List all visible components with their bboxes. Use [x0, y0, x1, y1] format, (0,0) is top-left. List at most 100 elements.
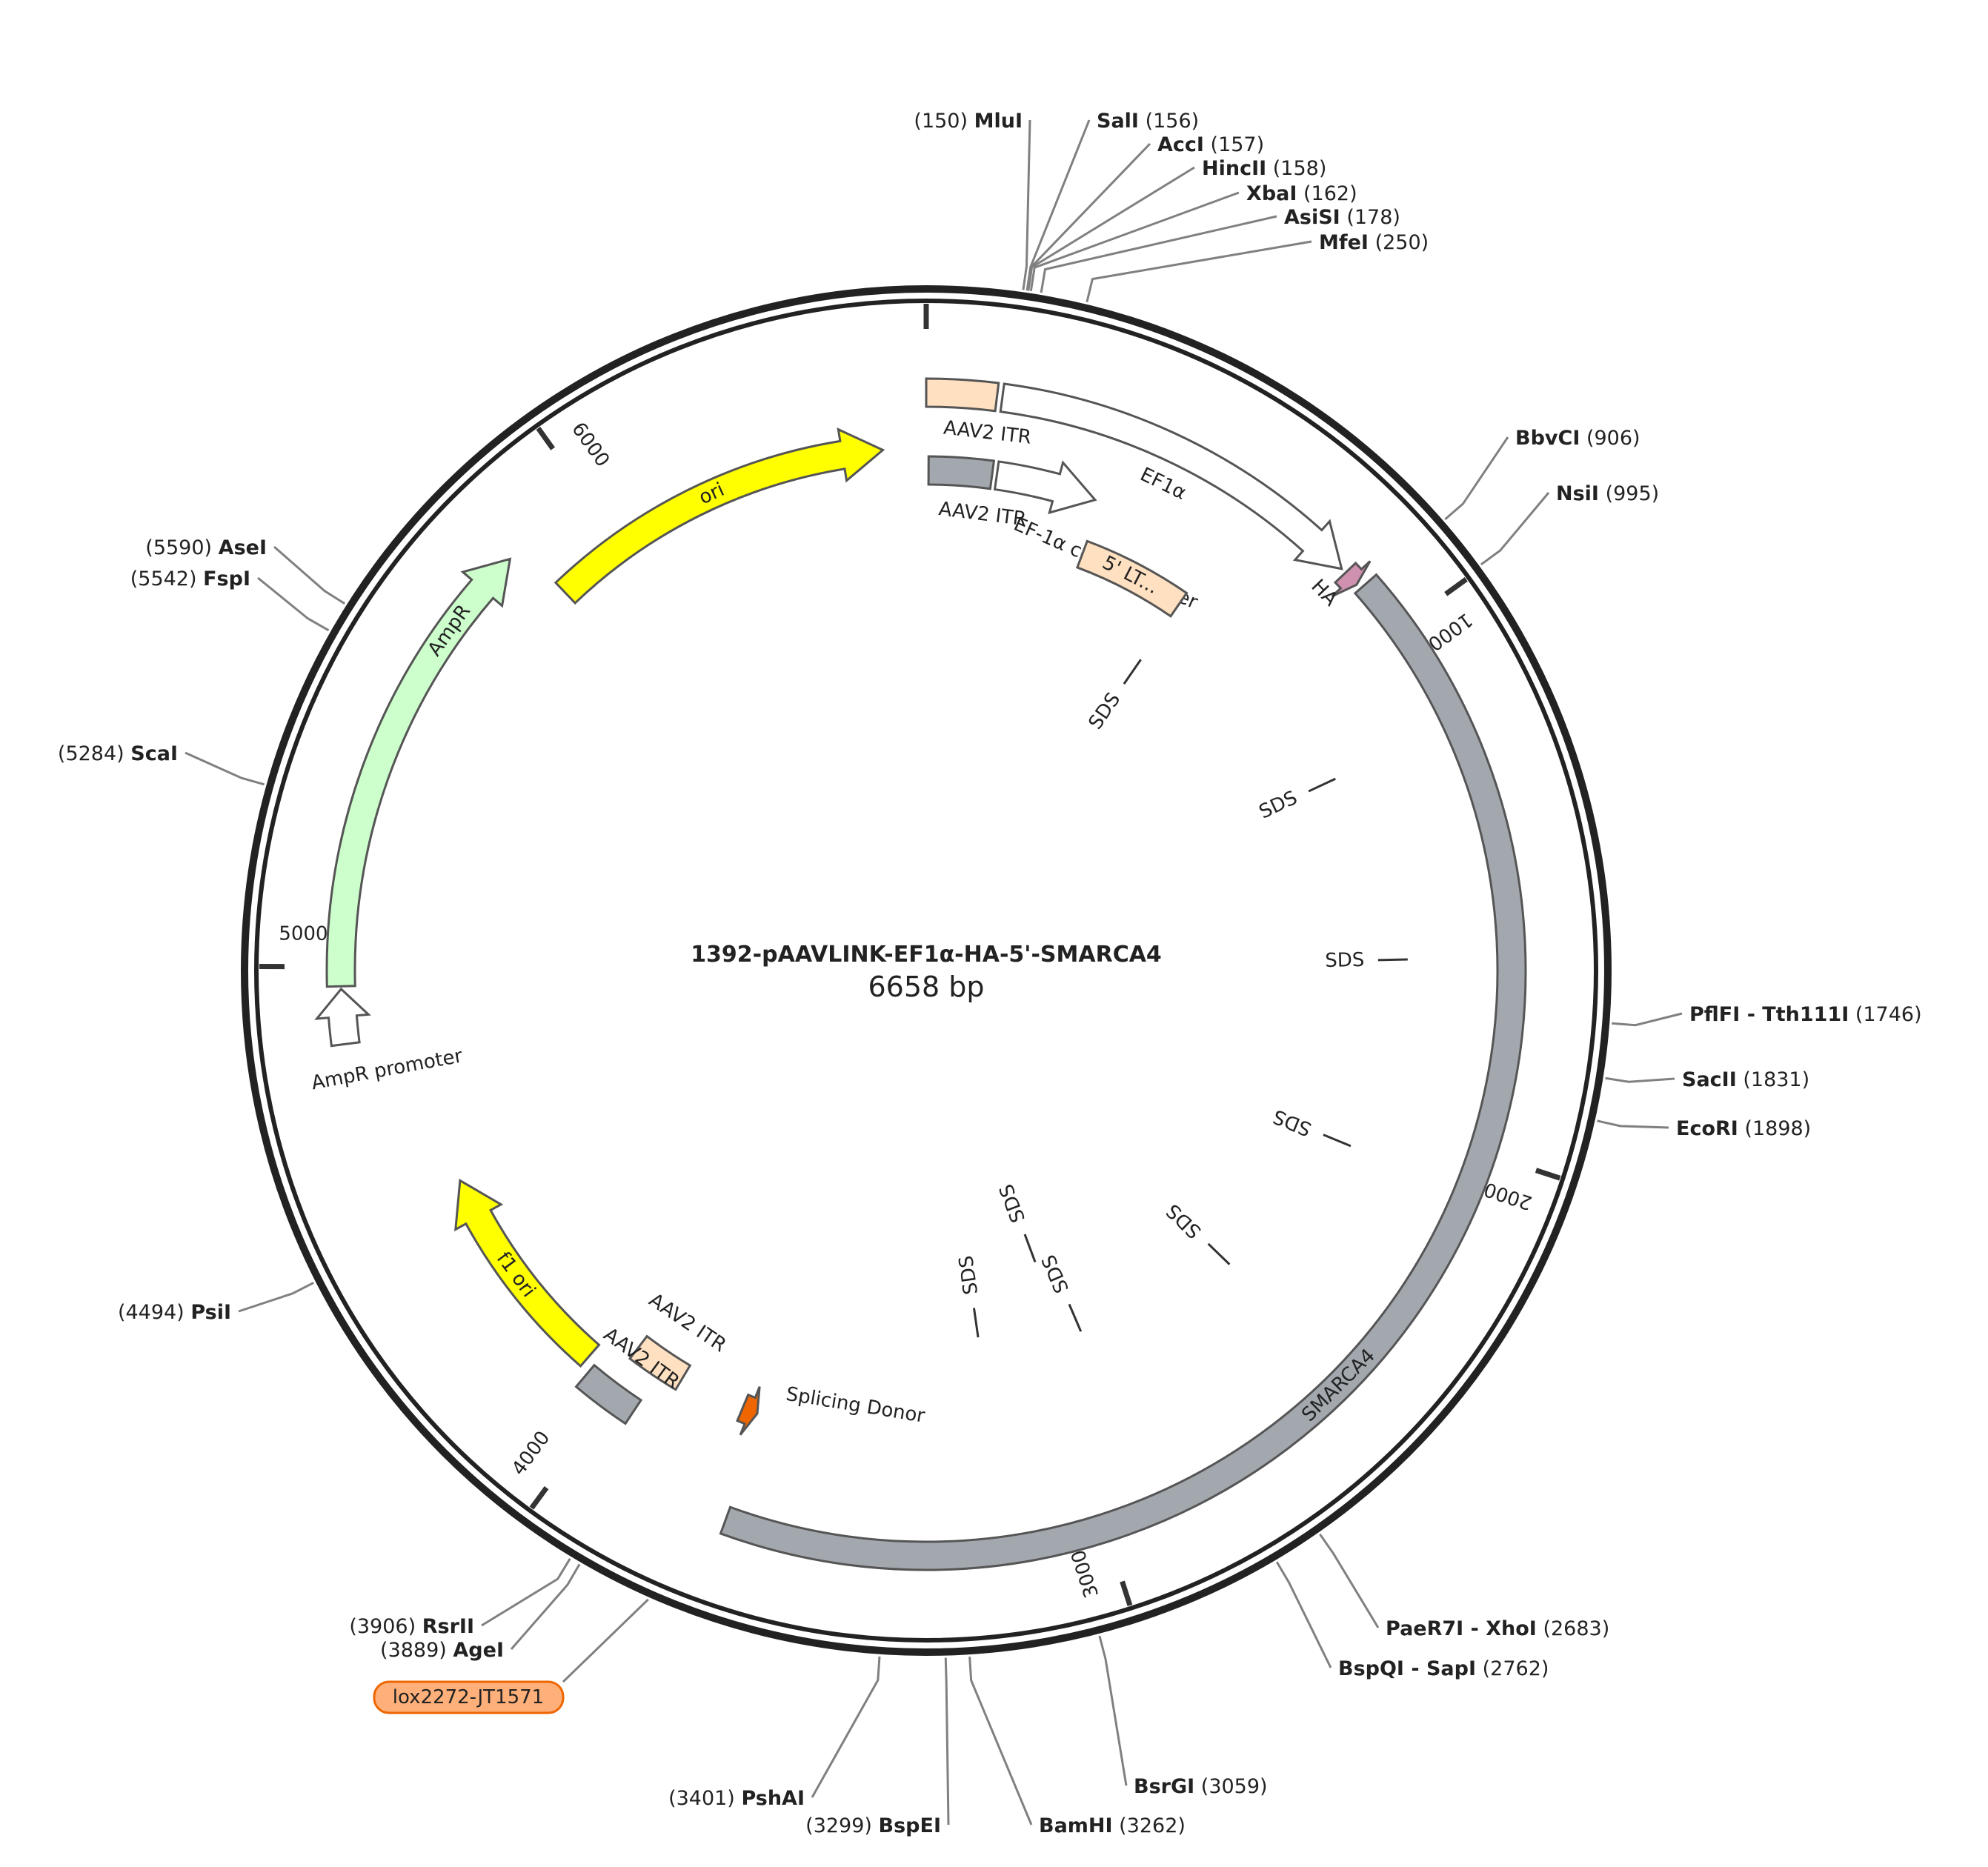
enzyme-site[interactable]: BbvCI (906)	[1515, 427, 1640, 450]
tick-label: 6000	[567, 419, 614, 471]
enzyme-leader	[481, 1558, 571, 1627]
enzyme-site[interactable]: (3401) PshAI	[668, 1787, 805, 1810]
enzyme-site[interactable]: AccI (157)	[1157, 133, 1264, 156]
feature-label-splicing-donor: Splicing Donor	[785, 1383, 927, 1428]
sds-mark	[1377, 958, 1408, 962]
enzyme-name: EcoRI	[1676, 1117, 1738, 1140]
enzyme-site[interactable]: BspQI - SapI (2762)	[1338, 1657, 1549, 1680]
enzyme-leader	[1480, 492, 1550, 566]
sds-mark	[1308, 777, 1336, 793]
tick-mark	[529, 1486, 549, 1510]
feature-ef1a[interactable]	[999, 382, 1343, 570]
enzyme-leader	[1027, 166, 1195, 291]
enzyme-site[interactable]: (5284) ScaI	[58, 742, 178, 765]
enzyme-site[interactable]: BsrGI (3059)	[1134, 1775, 1268, 1798]
enzyme-site[interactable]: XbaI (162)	[1246, 182, 1357, 205]
enzyme-position: (906)	[1586, 427, 1640, 450]
feature-ef1a-core[interactable]	[993, 460, 1097, 515]
enzyme-position: (250)	[1375, 231, 1429, 254]
enzyme-position: (156)	[1146, 110, 1200, 133]
enzyme-site[interactable]: (4494) PsiI	[118, 1301, 231, 1324]
enzyme-leader	[1086, 240, 1312, 303]
enzyme-site[interactable]: AsiSI (178)	[1284, 206, 1400, 229]
feature-ampr-promoter[interactable]	[314, 987, 371, 1048]
enzyme-position: (3889)	[380, 1639, 447, 1662]
enzyme-site[interactable]: (3906) RsrII	[349, 1615, 474, 1638]
tick-label: 5000	[279, 922, 328, 945]
enzyme-name: NsiI	[1556, 482, 1599, 505]
enzyme-leader	[1605, 1076, 1675, 1083]
enzyme-position: (178)	[1346, 206, 1400, 229]
enzyme-site[interactable]: NsiI (995)	[1556, 482, 1659, 505]
enzyme-site[interactable]: EcoRI (1898)	[1676, 1117, 1811, 1140]
enzyme-leader	[257, 576, 330, 632]
feature-itr-2[interactable]	[927, 455, 996, 490]
enzyme-position: (3059)	[1201, 1775, 1268, 1798]
enzyme-leader	[238, 1282, 314, 1313]
enzyme-name: XbaI	[1246, 182, 1297, 205]
feature-itr-4[interactable]	[574, 1363, 643, 1425]
enzyme-name: BsrGI	[1134, 1775, 1194, 1798]
feature-ltr5[interactable]	[1075, 539, 1189, 618]
enzyme-name: RsrII	[422, 1615, 474, 1638]
enzyme-site[interactable]: (3889) AgeI	[380, 1639, 504, 1662]
feature-ha[interactable]	[1331, 560, 1372, 598]
enzyme-position: (3262)	[1119, 1814, 1186, 1837]
enzyme-leader	[1275, 1561, 1332, 1668]
enzyme-position: (995)	[1606, 482, 1660, 505]
sds-label: SDS	[1038, 1251, 1074, 1297]
enzyme-position: (150)	[914, 110, 968, 133]
sds-mark	[1068, 1303, 1083, 1332]
enzyme-site[interactable]: (150) MluI	[914, 110, 1023, 133]
plasmid-title: 1392-pAAVLINK-EF1α-HA-5'-SMARCA4	[691, 942, 1162, 968]
feature-ampr[interactable]	[325, 557, 512, 988]
enzyme-site[interactable]: PaeR7I - XhoI (2683)	[1386, 1617, 1609, 1640]
enzyme-name: AccI	[1157, 133, 1204, 156]
enzyme-name: AseI	[219, 536, 267, 559]
feature-f1-ori[interactable]	[454, 1178, 601, 1368]
enzyme-position: (4494)	[118, 1301, 184, 1324]
sds-mark	[1207, 1242, 1231, 1265]
enzyme-site[interactable]: HincII (158)	[1202, 157, 1326, 180]
enzyme-name: MfeI	[1319, 231, 1369, 254]
tick-label: 3000	[1067, 1547, 1103, 1600]
enzyme-leader	[1098, 1635, 1128, 1786]
enzyme-name: SacII	[1682, 1068, 1737, 1091]
lox-site: lox2272-JT1571	[373, 1598, 649, 1714]
lox-label: lox2272-JT1571	[393, 1686, 544, 1708]
enzyme-position: (162)	[1303, 182, 1357, 205]
enzyme-site[interactable]: SacII (1831)	[1682, 1068, 1809, 1091]
enzyme-site[interactable]: SalI (156)	[1097, 110, 1199, 133]
feature-label-smarca4: SMARCA4	[1297, 1345, 1380, 1426]
enzyme-site[interactable]: BamHI (3262)	[1039, 1814, 1186, 1837]
sds-mark	[1123, 659, 1142, 685]
enzyme-position: (3401)	[668, 1787, 735, 1810]
feature-label-ef1a: EF1α	[1137, 463, 1190, 504]
sds-mark	[972, 1308, 980, 1338]
enzyme-site[interactable]: PflFI - Tth111I (1746)	[1689, 1003, 1922, 1026]
enzyme-site[interactable]: MfeI (250)	[1319, 231, 1429, 254]
feature-itr-3[interactable]	[628, 1334, 692, 1391]
enzyme-leader	[1040, 215, 1277, 293]
enzyme-name: PaeR7I - XhoI	[1386, 1617, 1537, 1640]
enzyme-site[interactable]: (5542) FspI	[130, 568, 250, 590]
enzyme-site[interactable]: (5590) AseI	[145, 536, 267, 559]
feature-itr-1[interactable]	[925, 377, 1000, 413]
enzyme-leader	[1612, 1012, 1683, 1027]
enzyme-position: (1898)	[1744, 1117, 1811, 1140]
plasmid-size: 6658 bp	[868, 971, 984, 1003]
enzyme-name: BspEI	[879, 1814, 941, 1837]
feature-ori[interactable]	[553, 427, 885, 605]
enzyme-leader	[811, 1656, 881, 1798]
feature-splicing-donor[interactable]	[736, 1386, 761, 1436]
sds-label: SDS	[1085, 689, 1126, 734]
tick-mark	[1535, 1168, 1561, 1181]
enzyme-name: BspQI - SapI	[1338, 1657, 1476, 1680]
enzyme-name: ScaI	[130, 742, 178, 765]
enzyme-site[interactable]: (3299) BspEI	[805, 1814, 941, 1837]
feature-smarca4[interactable]	[719, 573, 1527, 1571]
enzyme-name: BbvCI	[1515, 427, 1580, 450]
lox-badge[interactable]	[373, 1680, 565, 1714]
enzyme-name: PflFI - Tth111I	[1689, 1003, 1849, 1026]
enzyme-name: BamHI	[1039, 1814, 1113, 1837]
